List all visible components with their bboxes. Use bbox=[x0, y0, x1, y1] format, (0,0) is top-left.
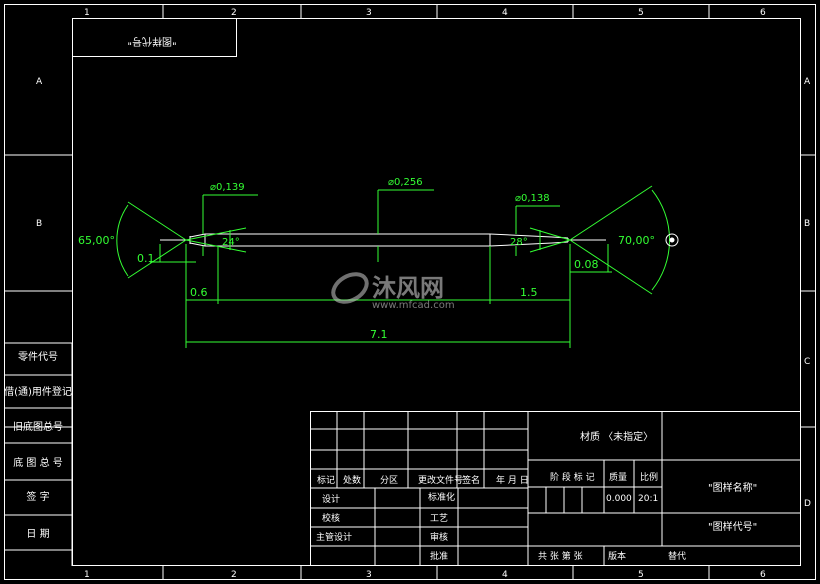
zone-number-top-3: 3 bbox=[366, 8, 372, 18]
zone-ticks bbox=[4, 4, 816, 580]
dim-dia-right: ⌀0,138 bbox=[515, 193, 550, 204]
zone-letter-right-d: D bbox=[804, 499, 811, 509]
role-chief-design: 主管设计 bbox=[316, 531, 352, 543]
header-change-doc: 更改文件号 bbox=[418, 474, 463, 486]
zone-letter-right-b: B bbox=[804, 219, 810, 229]
zone-number-bottom-1: 1 bbox=[84, 570, 90, 580]
dim-dia-middle: ⌀0,256 bbox=[388, 177, 423, 188]
replace-label: 替代 bbox=[668, 550, 686, 562]
left-label-base-number: 底 图 总 号 bbox=[13, 456, 63, 469]
shaft-outline bbox=[160, 233, 606, 247]
dim-taper-right: 28° bbox=[510, 237, 528, 248]
sheets-count: 共 张 第 张 bbox=[538, 550, 583, 562]
zone-number-bottom-6: 6 bbox=[760, 570, 766, 580]
version-label: 版本 bbox=[608, 550, 626, 562]
zone-number-bottom-2: 2 bbox=[231, 570, 237, 580]
dim-angle-right: 70,00° bbox=[618, 234, 655, 247]
left-label-part-code: 零件代号 bbox=[18, 351, 58, 363]
dim-len-right-tip: 0.08 bbox=[574, 258, 599, 271]
drawing-name: "图样名称" bbox=[708, 481, 757, 494]
zone-number-bottom-4: 4 bbox=[502, 570, 508, 580]
header-count: 处数 bbox=[343, 474, 361, 486]
zone-number-top-1: 1 bbox=[84, 8, 90, 18]
zone-letter-left-a: A bbox=[36, 77, 43, 87]
zone-number-bottom-3: 3 bbox=[366, 570, 372, 580]
role-approve: 批准 bbox=[430, 550, 448, 562]
stage-mark-label: 阶 段 标 记 bbox=[550, 471, 595, 483]
zone-number-bottom-5: 5 bbox=[638, 570, 644, 580]
header-mark: 标记 bbox=[317, 474, 335, 486]
zone-number-top-2: 2 bbox=[231, 8, 237, 18]
material-label: 材质 〈未指定〉 bbox=[580, 430, 653, 443]
role-check: 校核 bbox=[322, 512, 340, 524]
watermark: 沐风网 www.mfcad.com bbox=[331, 272, 455, 311]
header-signature: 签名 bbox=[462, 474, 480, 486]
dim-len-left-shoulder: 0.6 bbox=[190, 286, 208, 299]
header-date: 年 月 日 bbox=[496, 474, 529, 486]
mirrored-code-box bbox=[72, 18, 237, 57]
zone-letter-left-b: B bbox=[36, 219, 42, 229]
zone-number-top-4: 4 bbox=[502, 8, 508, 18]
dimension-lines bbox=[116, 185, 670, 348]
mass-value: 0.000 bbox=[606, 494, 632, 504]
dim-len-left-tip: 0.1 bbox=[137, 252, 155, 265]
role-standard: 标准化 bbox=[428, 491, 455, 503]
role-process: 工艺 bbox=[430, 513, 448, 524]
mirrored-code-text: "图样代号" bbox=[127, 35, 176, 48]
dim-len-total: 7.1 bbox=[370, 328, 388, 341]
zone-number-top-5: 5 bbox=[638, 8, 644, 18]
zone-letter-right-c: C bbox=[804, 357, 810, 367]
dim-dia-left: ⌀0,139 bbox=[210, 182, 245, 193]
watermark-logo-icon bbox=[331, 272, 369, 304]
left-label-date: 日 期 bbox=[26, 528, 49, 540]
left-label-borrowed: 借(通)用件登记 bbox=[4, 385, 72, 398]
mass-label: 质量 bbox=[609, 471, 627, 483]
dim-angle-left: 65,00° bbox=[78, 234, 115, 247]
watermark-url: www.mfcad.com bbox=[372, 300, 455, 311]
header-zone: 分区 bbox=[380, 475, 398, 486]
zone-number-top-6: 6 bbox=[760, 8, 766, 18]
drawing-code: "图样代号" bbox=[708, 520, 757, 533]
dim-len-right-shoulder: 1.5 bbox=[520, 286, 538, 299]
zone-letter-right-a: A bbox=[804, 77, 811, 87]
scale-label: 比例 bbox=[640, 471, 658, 483]
scale-value: 20:1 bbox=[638, 494, 658, 504]
center-mark-icon bbox=[665, 233, 679, 247]
left-label-old-base: 旧底图总号 bbox=[13, 420, 63, 433]
outer-border bbox=[4, 4, 816, 580]
watermark-brand: 沐风网 bbox=[372, 274, 444, 302]
dim-taper-left: 24° bbox=[222, 237, 240, 248]
role-design: 设计 bbox=[322, 493, 340, 505]
title-block-grid bbox=[310, 411, 801, 566]
left-column-table bbox=[4, 342, 73, 566]
left-label-signature: 签 字 bbox=[26, 490, 49, 503]
role-review: 审核 bbox=[430, 531, 448, 543]
